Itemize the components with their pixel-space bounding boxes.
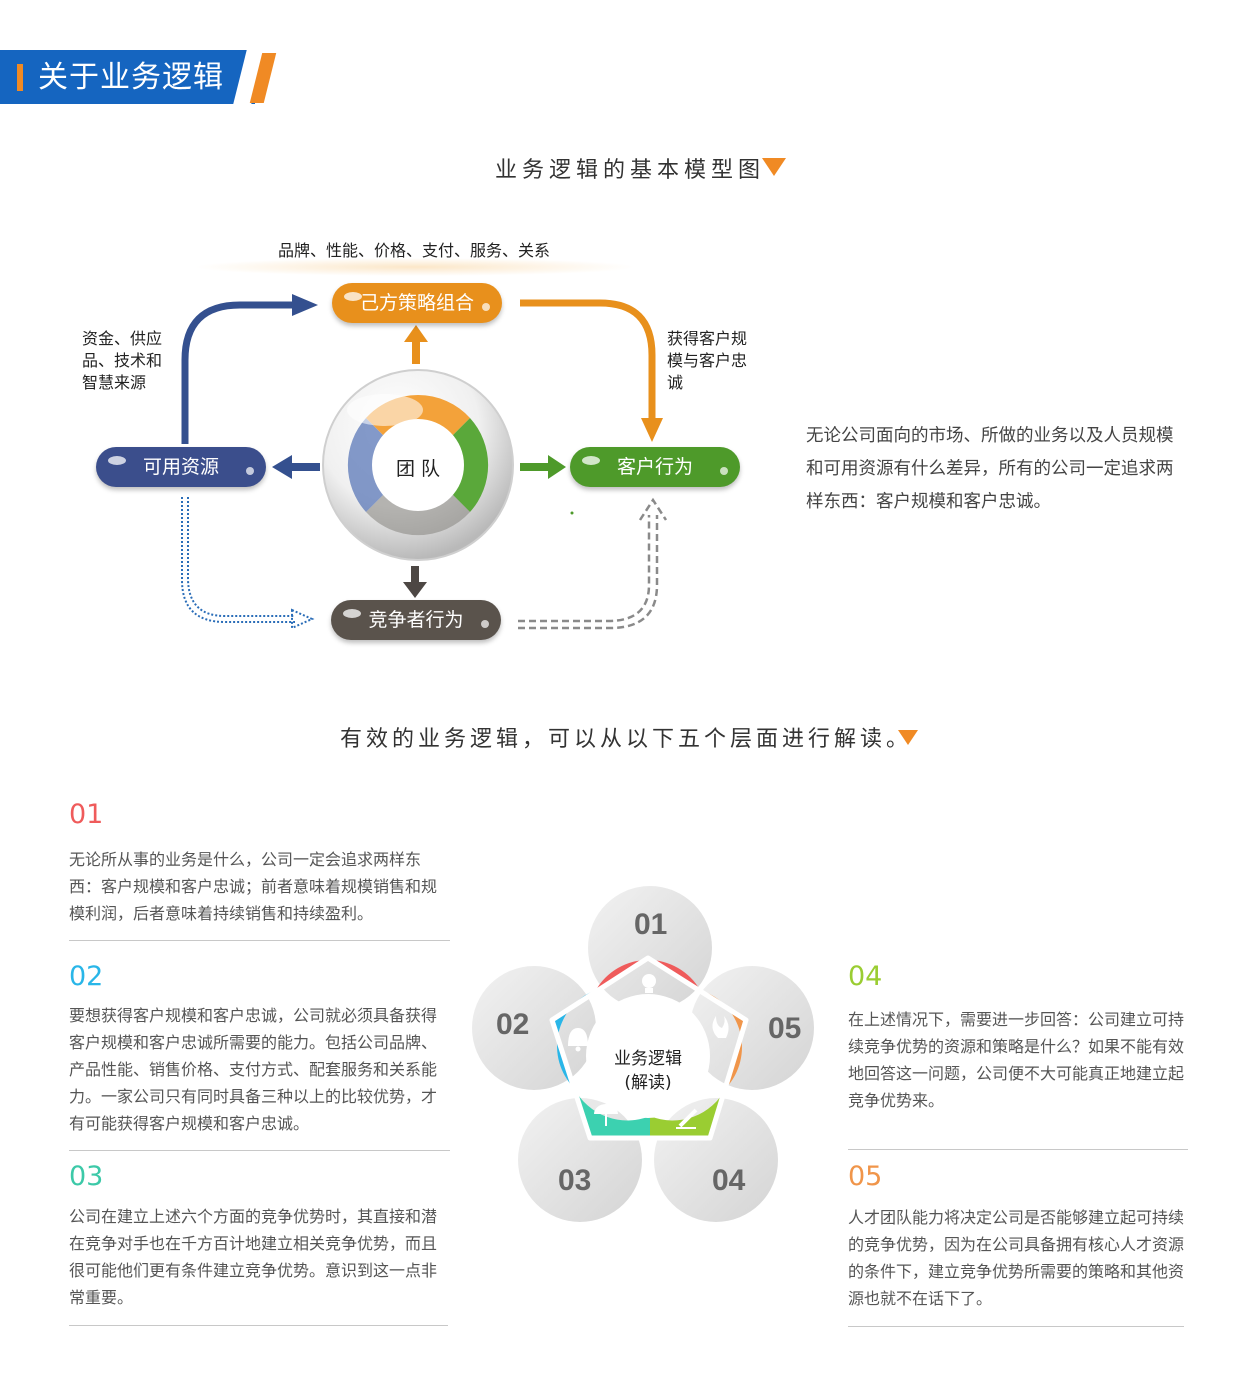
item-02-text: 要想获得客户规模和客户忠诚，公司就必须具备获得客户规模和客户忠诚所需要的能力。包… xyxy=(69,1006,438,1133)
team-sphere xyxy=(322,369,514,561)
interpretation-pentagon: 01 02 03 04 05 业务逻辑 (解读) xyxy=(472,886,814,1222)
arrow-team-to-resources xyxy=(272,455,292,479)
dashed-arrow-competitor-to-customer xyxy=(518,515,659,630)
segment-01 xyxy=(596,958,700,990)
model-description: 无论公司面向的市场、所做的业务以及人员规模和可用资源有什么差异，所有的公司一定追… xyxy=(806,426,1174,512)
divider xyxy=(848,1149,1188,1150)
item-02-number: 02 xyxy=(69,961,104,992)
item-05-text: 人才团队能力将决定公司是否能够建立起可持续的竞争优势，因为在公司具备拥有核心人才… xyxy=(848,1208,1185,1308)
triangle-down-icon xyxy=(898,730,918,745)
top-attributes-label: 品牌、性能、价格、支付、服务、关系 xyxy=(278,241,551,260)
page-title: 关于业务逻辑 xyxy=(38,60,224,95)
bulb-icon xyxy=(642,974,656,993)
triangle-down-icon xyxy=(762,158,786,176)
dotted-arrow-resources-to-competitor xyxy=(181,497,295,623)
segment-04 xyxy=(650,1088,726,1138)
node-customer: 客户行为 xyxy=(570,447,740,487)
divider xyxy=(69,1325,448,1326)
petal-number-04: 04 xyxy=(712,1164,746,1197)
umbrella-icon xyxy=(594,1104,618,1126)
resources-source-label: 资金、供应品、技术和智慧来源 xyxy=(82,329,163,392)
model-section-title: 业务逻辑的基本模型图 xyxy=(495,158,766,183)
divider xyxy=(69,1150,450,1151)
petal-disc-05 xyxy=(690,966,814,1090)
bell-icon xyxy=(568,1028,588,1052)
interpretation-section-title: 有效的业务逻辑，可以从以下五个层面进行解读。 xyxy=(340,727,913,752)
node-resources: 可用资源 xyxy=(96,447,266,487)
item-04-text: 在上述情况下，需要进一步回答：公司建立可持续竞争优势的资源和策略是什么？如果不能… xyxy=(848,1010,1185,1110)
arrow-team-to-competitor xyxy=(403,582,427,598)
center-subtitle: (解读) xyxy=(624,1073,671,1093)
item-03-number: 03 xyxy=(69,1161,104,1192)
petal-disc-02 xyxy=(472,966,596,1090)
arrow-resources-to-strategy xyxy=(181,301,295,444)
team-label: 团 队 xyxy=(395,458,441,480)
petal-number-01: 01 xyxy=(634,908,667,941)
header-banner xyxy=(0,50,255,104)
petal-disc-03 xyxy=(518,1098,642,1222)
center-title: 业务逻辑 xyxy=(614,1049,682,1069)
petal-number-05: 05 xyxy=(768,1012,801,1045)
node-competitor: 竞争者行为 xyxy=(331,600,501,640)
item-03-text: 公司在建立上述六个方面的竞争优势时，其直接和潜在竞争对手也在千方百计地建立相关竞… xyxy=(69,1207,438,1307)
arrow-team-to-strategy xyxy=(404,325,428,342)
customer-outcome-label: 获得客户规模与客户忠诚 xyxy=(667,329,748,392)
item-01-text: 无论所从事的业务是什么，公司一定会追求两样东西：客户规模和客户忠诚；前者意味着规… xyxy=(69,850,438,923)
pencil-icon xyxy=(676,1108,698,1129)
arrow-team-to-customer xyxy=(548,455,566,479)
flame-icon xyxy=(712,1016,729,1038)
node-strategy: 己方策略组合 xyxy=(332,283,502,323)
petal-number-02: 02 xyxy=(496,1008,529,1041)
item-05-number: 05 xyxy=(848,1161,883,1192)
arrow-strategy-to-customer xyxy=(520,299,656,420)
segment-03 xyxy=(574,1088,650,1138)
item-04-number: 04 xyxy=(848,961,883,992)
item-01-number: 01 xyxy=(69,799,104,830)
model-diagram xyxy=(181,258,668,630)
divider xyxy=(848,1326,1184,1327)
petal-number-03: 03 xyxy=(558,1164,591,1197)
banner-accent-bar xyxy=(17,64,23,91)
divider xyxy=(69,940,450,941)
